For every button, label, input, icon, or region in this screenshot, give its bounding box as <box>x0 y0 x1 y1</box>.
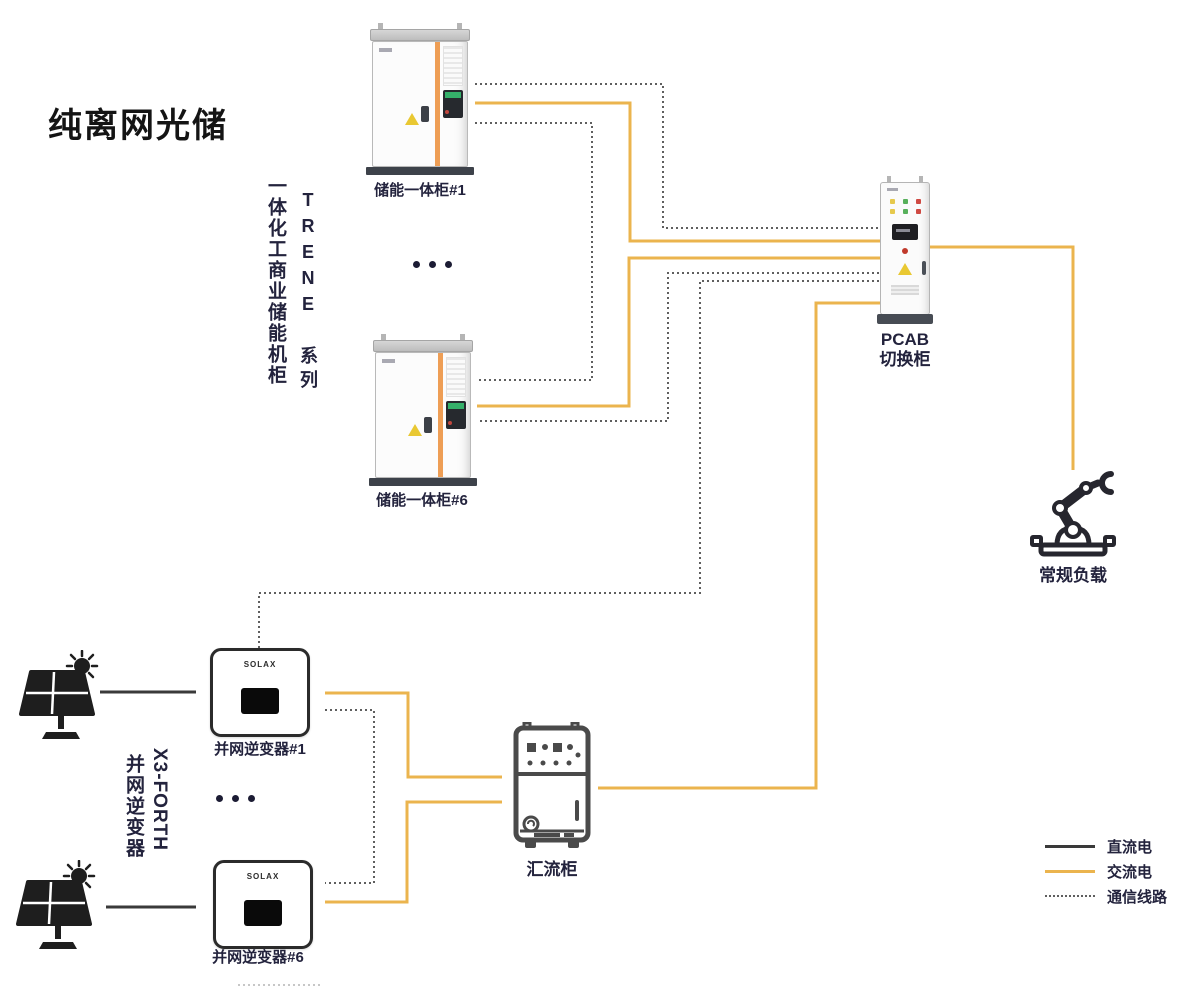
cabinet-indicator-dot <box>448 421 453 426</box>
pcab-body <box>880 182 930 315</box>
storage-cabinet1-icon <box>366 23 474 175</box>
legend-ac-line <box>1045 869 1095 873</box>
legend-item-ac: 交流电 <box>1045 861 1152 881</box>
cabinet-top-rail <box>370 29 470 41</box>
cabinet-logo <box>379 48 392 52</box>
legend-dc-line <box>1045 844 1095 848</box>
inverter-model-vertical: X3-FORTH <box>149 748 170 851</box>
cabinet-orange-stripe <box>438 353 444 477</box>
solar-panel1-icon <box>19 650 99 739</box>
pcab-vent <box>891 285 919 295</box>
page-title: 纯离网光储 <box>48 107 228 145</box>
warning-triangle-icon <box>407 423 422 436</box>
pcab-label: PCAB 切换柜 <box>855 330 955 371</box>
inverter-brand-logo: SOLAX <box>246 872 280 881</box>
wire-ac-inverter1-to-combiner <box>325 691 502 779</box>
cabinet-body <box>375 352 471 478</box>
wire-comm-inverter1-to-inverter6 <box>325 709 375 884</box>
solar-panel6-icon <box>16 860 96 949</box>
pcab-cabinet-icon <box>877 176 933 324</box>
inverter-group-name-vertical: 并网逆变器 <box>123 754 144 859</box>
warning-triangle-icon <box>404 112 419 125</box>
pcab-indicator-lights <box>881 199 929 214</box>
load-label: 常规负载 <box>1039 566 1107 585</box>
wire-ac-pcab-to-load <box>930 245 1075 470</box>
cabinet-handle <box>421 106 430 123</box>
cabinet-indicator-dot <box>445 110 450 115</box>
cabinet-orange-stripe <box>435 42 441 166</box>
cabinet-post <box>457 23 462 32</box>
storage-cabinet1-label: 储能一体柜#1 <box>374 182 466 199</box>
legend-ac-label: 交流电 <box>1107 863 1153 881</box>
storage-group-series-vertical: TRENE 系列 <box>298 190 318 394</box>
cabinet-post <box>378 23 383 32</box>
pcab-logo <box>887 188 898 191</box>
combiner-label: 汇流柜 <box>526 860 578 879</box>
wire-ac-combiner-to-pcab <box>598 301 884 790</box>
inverter1-label: 并网逆变器#1 <box>214 741 306 758</box>
inverter-screen <box>244 899 282 926</box>
inverter6-icon: SOLAX <box>213 860 313 949</box>
inverter1-icon: SOLAX <box>210 648 310 737</box>
pcab-label-line1: PCAB <box>880 330 930 349</box>
ellipsis-inverters <box>216 795 255 802</box>
legend-item-comm: 通信线路 <box>1045 886 1167 906</box>
ellipsis-cabinets <box>413 261 452 268</box>
wire-ac-cabinet6-to-pcab <box>477 256 884 408</box>
inverter-screen <box>241 687 279 714</box>
cabinet-vents <box>446 357 466 397</box>
wire-comm-cabinet1-to-cabinet6 <box>475 122 593 381</box>
cabinet-post <box>381 334 386 343</box>
cabinet-top-rail <box>373 340 473 352</box>
inverter-brand-logo: SOLAX <box>243 660 277 669</box>
cabinet-handle <box>424 417 433 434</box>
cabinet-body <box>372 41 468 167</box>
cabinet-vents <box>443 46 463 86</box>
pcab-red-button <box>902 248 908 254</box>
cabinet-base <box>366 167 474 175</box>
storage-group-name-vertical: 一体化工商业储能机柜 <box>265 176 286 386</box>
pcab-handle <box>922 261 926 275</box>
legend-dc-label: 直流电 <box>1107 838 1153 856</box>
wire-comm-pcab-to-cabinet6 <box>477 272 884 422</box>
pcab-base <box>877 314 933 324</box>
wire-comm-cabinet1-to-pcab <box>475 83 884 229</box>
legend-item-dc: 直流电 <box>1045 836 1152 856</box>
warning-triangle-icon <box>898 263 912 275</box>
storage-cabinet6-icon <box>369 334 477 486</box>
cabinet-base <box>369 478 477 486</box>
cabinet-post <box>460 334 465 343</box>
storage-cabinet6-label: 储能一体柜#6 <box>376 492 468 509</box>
legend-comm-line <box>1045 895 1095 897</box>
robot-arm-icon <box>1030 471 1116 557</box>
inverter6-label: 并网逆变器#6 <box>212 949 304 966</box>
cabinet-post <box>919 176 923 183</box>
cabinet-logo <box>382 359 395 363</box>
wire-ac-inverter6-to-combiner <box>325 800 502 904</box>
combiner-box-icon <box>513 722 591 848</box>
pcab-screen <box>892 224 918 240</box>
wire-ac-cabinet1-to-pcab <box>475 101 884 243</box>
cabinet-post <box>887 176 891 183</box>
pcab-label-line2: 切换柜 <box>879 350 931 370</box>
wire-comm-pcab-to-inverter1 <box>258 280 884 648</box>
legend-comm-label: 通信线路 <box>1107 888 1168 906</box>
